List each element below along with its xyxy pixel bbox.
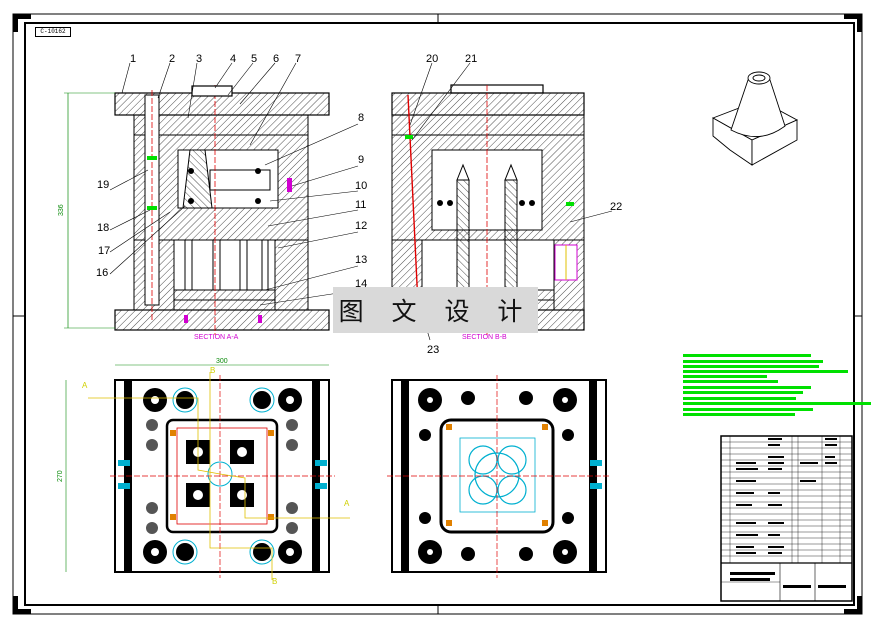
depth-dimension: 270: [57, 470, 64, 482]
callout-11: 11: [355, 199, 366, 211]
callout-3: 3: [196, 53, 202, 65]
height-dimension: 336: [58, 204, 65, 216]
callout-20: 20: [426, 53, 438, 65]
section-letter-a-top: A: [82, 381, 88, 390]
width-dimension: 300: [216, 358, 228, 365]
callout-1: 1: [130, 53, 136, 65]
title-block-text-bars: [730, 438, 846, 588]
callout-23: 23: [427, 344, 439, 356]
callout-16: 16: [96, 267, 108, 279]
section-letter-b-top: B: [210, 366, 215, 375]
callout-4: 4: [230, 53, 236, 65]
section-a-a-label: SECTION A-A: [194, 334, 239, 341]
title-block: [720, 435, 853, 602]
border-frame: [12, 13, 863, 615]
watermark-text: 图 文 设 计: [338, 297, 533, 326]
callout-22: 22: [610, 201, 622, 213]
section-b-b-label: SECTION B-B: [462, 334, 507, 341]
leader-lines-left: [109, 62, 359, 306]
technical-notes-block: [683, 354, 871, 416]
section-a-a-view: 336 SECTION A-A: [58, 85, 330, 341]
callout-9: 9: [358, 154, 364, 166]
callout-18: 18: [97, 222, 109, 234]
callout-17: 17: [98, 245, 110, 257]
section-letter-a-bottom: A: [344, 499, 350, 508]
plan-view-fixed-half: 300 270 A A B B: [57, 358, 350, 586]
drawing-number: C-10162: [35, 27, 71, 37]
product-isometric-view: [711, 71, 799, 166]
callout-13: 13: [355, 254, 367, 266]
callout-19: 19: [97, 179, 109, 191]
callout-7: 7: [295, 53, 301, 65]
plan-view-moving-half: [387, 375, 611, 578]
callout-8: 8: [358, 112, 364, 124]
callout-6: 6: [273, 53, 279, 65]
callout-5: 5: [251, 53, 257, 65]
callout-10: 10: [355, 180, 367, 192]
callout-2: 2: [169, 53, 175, 65]
section-letter-b-bottom: B: [272, 577, 277, 586]
watermark-banner: 图 文 设 计: [333, 287, 538, 333]
callout-12: 12: [355, 220, 367, 232]
callout-21: 21: [465, 53, 477, 65]
